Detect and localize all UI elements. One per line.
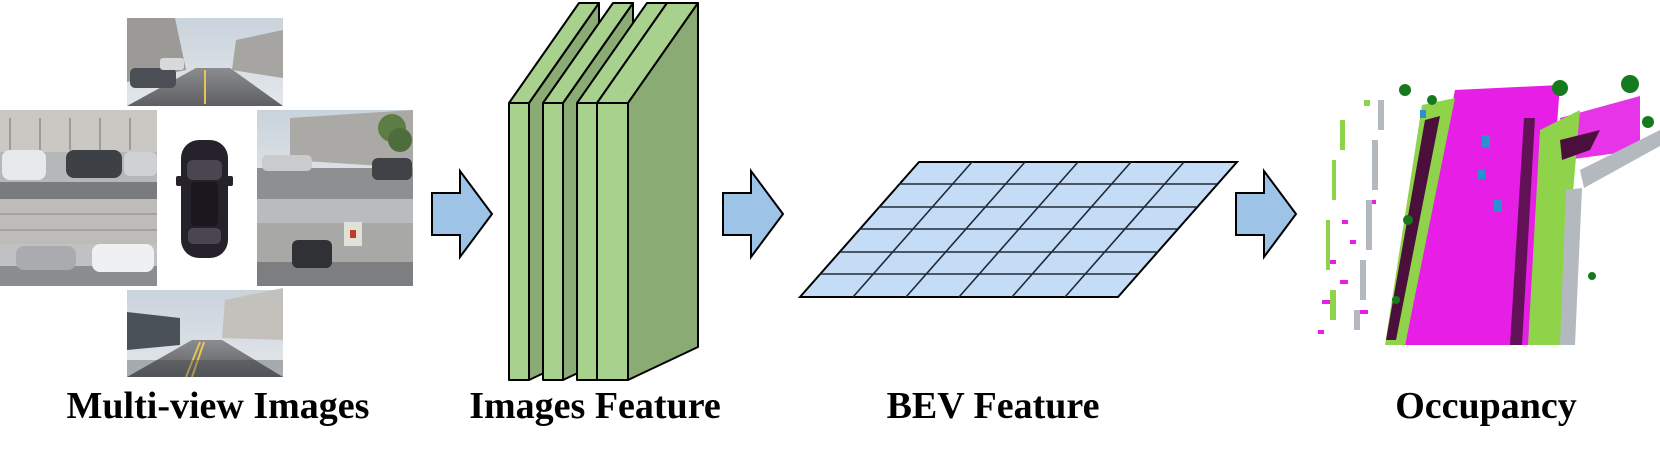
bev-feature-grid bbox=[797, 161, 1240, 298]
right-arrow-icon bbox=[722, 167, 785, 261]
caption-multiview-images: Multi-view Images bbox=[66, 385, 370, 427]
car-icon bbox=[158, 111, 257, 286]
camera-view-back bbox=[127, 288, 283, 378]
caption-occupancy: Occupancy bbox=[1395, 385, 1577, 427]
camera-view-front-right bbox=[257, 110, 413, 199]
camera-view-back-left bbox=[0, 199, 157, 286]
images-feature-stack bbox=[508, 2, 699, 381]
camera-view-front-left bbox=[0, 110, 157, 199]
caption-bev-feature: BEV Feature bbox=[886, 385, 1100, 427]
camera-view-back-right bbox=[257, 199, 413, 286]
occupancy-map bbox=[1318, 75, 1660, 345]
camera-view-front bbox=[127, 18, 283, 106]
caption-images-feature: Images Feature bbox=[469, 385, 721, 427]
multiview-images bbox=[0, 18, 413, 378]
right-arrow-icon bbox=[1235, 167, 1298, 261]
feature-slab bbox=[596, 2, 699, 381]
right-arrow-icon bbox=[431, 167, 494, 261]
